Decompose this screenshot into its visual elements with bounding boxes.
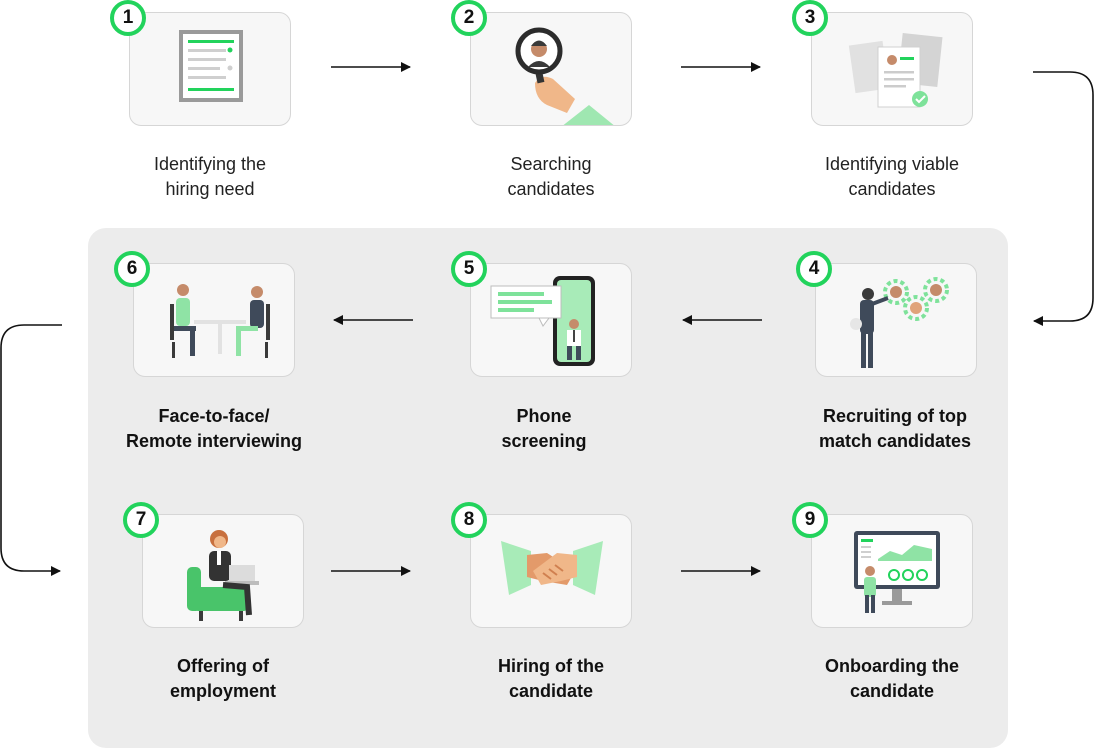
step-5-label-line2: screening: [501, 431, 587, 451]
step-7-label: Offering of employment: [108, 654, 338, 704]
step-2-label-line1: Searching: [510, 154, 592, 174]
step-8-card: [470, 514, 632, 628]
step-3-label-line1: Identifying viable: [824, 154, 960, 174]
step-9-card: [811, 514, 973, 628]
step-1-label-line2: hiring need: [165, 179, 255, 199]
step-1-card: [129, 12, 291, 126]
step-2-label-line2: candidates: [507, 179, 595, 199]
step-7-badge: 7: [123, 502, 159, 538]
step-8-label: Hiring of the candidate: [436, 654, 666, 704]
step-8-label-line2: candidate: [508, 681, 594, 701]
step-3-card: [811, 12, 973, 126]
step-8-label-line1: Hiring of the: [498, 656, 604, 676]
handshake-icon: [501, 541, 603, 595]
step-3-label: Identifying viable candidates: [777, 152, 1007, 202]
step-4-card: [815, 263, 977, 377]
step-9-label: Onboarding the candidate: [777, 654, 1007, 704]
step-5-card: [470, 263, 632, 377]
step-3-label-line2: candidates: [848, 179, 936, 199]
step-5-label: Phone screening: [429, 404, 659, 454]
monitor-dashboard-icon: [854, 531, 940, 613]
step-7-label-line2: employment: [169, 681, 277, 701]
step-6-badge: 6: [114, 251, 150, 287]
resumes-check-icon: [848, 33, 943, 108]
step-9-badge: 9: [792, 502, 828, 538]
step-1-label: Identifying the hiring need: [95, 152, 325, 202]
step-9-label-line2: candidate: [849, 681, 935, 701]
step-4-label-line1: Recruiting of top: [823, 406, 967, 426]
step-2-card: [470, 12, 632, 126]
step-4-badge: 4: [796, 251, 832, 287]
step-9-label-line1: Onboarding the: [825, 656, 959, 676]
step-1-label-line1: Identifying the: [153, 154, 267, 174]
step-6-label-line2: Remote interviewing: [125, 431, 303, 451]
step-6-label-line1: Face-to-face/: [158, 406, 270, 426]
step-8-badge: 8: [451, 502, 487, 538]
document-icon: [179, 30, 243, 102]
arrow-6-7: [0, 324, 62, 576]
recruiter-gears-icon: [850, 277, 949, 368]
magnifier-hand-icon: [515, 27, 614, 125]
step-4-label: Recruiting of top match candidates: [780, 404, 1010, 454]
step-7-card: [142, 514, 304, 628]
step-7-label-line1: Offering of: [177, 656, 269, 676]
step-6-card: [133, 263, 295, 377]
step-3-badge: 3: [792, 0, 828, 36]
woman-laptop-chair-icon: [187, 530, 259, 621]
step-2-badge: 2: [451, 0, 487, 36]
step-4-label-line2: match candidates: [818, 431, 972, 451]
step-2-label: Searching candidates: [436, 152, 666, 202]
arrow-3-4: [1033, 71, 1094, 326]
step-5-label-line1: Phone: [516, 406, 572, 426]
step-5-badge: 5: [451, 251, 487, 287]
step-1-badge: 1: [110, 0, 146, 36]
phone-chat-icon: [490, 276, 595, 366]
step-6-label: Face-to-face/ Remote interviewing: [99, 404, 329, 454]
interview-table-icon: [170, 284, 270, 358]
